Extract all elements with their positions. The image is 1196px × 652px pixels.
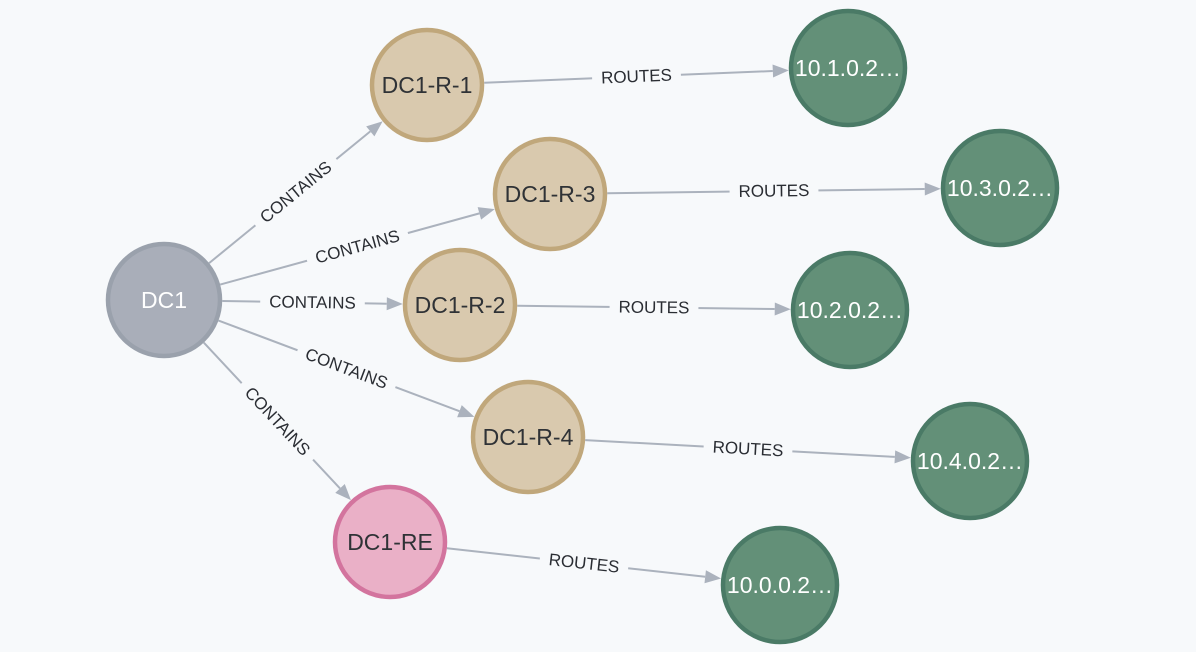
graph-node-r3[interactable]: DC1-R-3 bbox=[492, 136, 608, 252]
edge-label-background bbox=[260, 289, 365, 316]
graph-node-ip1[interactable]: 10.1.0.2… bbox=[788, 8, 908, 128]
edge-arrowhead-icon bbox=[924, 182, 941, 196]
graph-edge-routes-re-ip0[interactable]: ROUTES bbox=[446, 546, 722, 584]
graph-edge-routes-r2-ip2[interactable]: ROUTES bbox=[517, 294, 791, 321]
node-circle bbox=[788, 8, 908, 128]
graph-edge-routes-r4-ip4[interactable]: ROUTES bbox=[585, 434, 911, 464]
graph-edge-routes-r1-ip1[interactable]: ROUTES bbox=[484, 62, 789, 91]
edge-arrowhead-icon bbox=[335, 484, 351, 501]
node-circle bbox=[105, 241, 223, 359]
edge-label-background bbox=[591, 62, 682, 91]
edge-arrowhead-icon bbox=[894, 450, 911, 464]
edge-label-background bbox=[729, 177, 819, 205]
graph-node-ip0[interactable]: 10.0.0.2… bbox=[720, 525, 840, 645]
node-circle bbox=[332, 484, 448, 600]
edge-arrowhead-icon bbox=[704, 570, 722, 584]
node-circle bbox=[940, 128, 1060, 248]
node-circle bbox=[402, 247, 518, 363]
graph-node-ip3[interactable]: 10.3.0.2… bbox=[940, 128, 1060, 248]
edge-label-background bbox=[293, 338, 400, 399]
edge-arrowhead-icon bbox=[386, 297, 403, 311]
graph-node-dc1[interactable]: DC1 bbox=[105, 241, 223, 359]
graph-node-r2[interactable]: DC1-R-2 bbox=[402, 247, 518, 363]
node-circle bbox=[790, 250, 910, 370]
node-circle bbox=[720, 525, 840, 645]
edge-label-background bbox=[232, 374, 323, 469]
graph-edge-contains-dc1-r2[interactable]: CONTAINS bbox=[222, 289, 403, 316]
edge-arrowhead-icon bbox=[772, 64, 789, 78]
edge-label-background bbox=[303, 220, 412, 273]
node-circle bbox=[492, 136, 608, 252]
node-circle bbox=[470, 379, 586, 495]
graph-node-r4[interactable]: DC1-R-4 bbox=[470, 379, 586, 495]
graph-node-ip2[interactable]: 10.2.0.2… bbox=[790, 250, 910, 370]
graph-node-re[interactable]: DC1-RE bbox=[332, 484, 448, 600]
edge-arrowhead-icon bbox=[366, 121, 383, 137]
graph-edge-routes-r3-ip3[interactable]: ROUTES bbox=[607, 177, 941, 205]
graph-node-r1[interactable]: DC1-R-1 bbox=[369, 27, 485, 143]
edge-arrowhead-icon bbox=[774, 302, 791, 316]
edge-label-background bbox=[609, 294, 699, 321]
node-circle bbox=[369, 27, 485, 143]
node-circle bbox=[910, 401, 1030, 521]
graph-node-ip4[interactable]: 10.4.0.2… bbox=[910, 401, 1030, 521]
edge-arrowhead-icon bbox=[457, 405, 475, 418]
edge-label-background bbox=[702, 434, 794, 464]
edge-label-background bbox=[538, 546, 630, 581]
edge-arrowhead-icon bbox=[477, 207, 495, 220]
edge-label-background bbox=[247, 149, 345, 235]
